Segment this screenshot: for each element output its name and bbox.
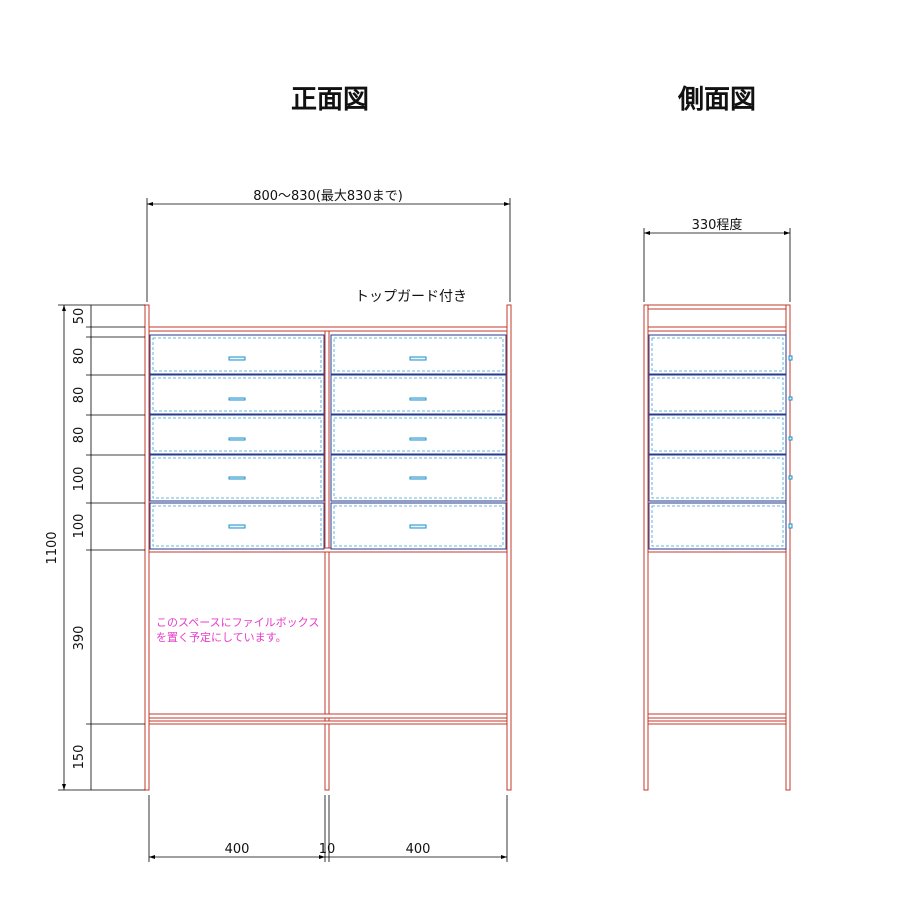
side-drawer[interactable] <box>648 374 793 415</box>
side-view-title: 側面図 <box>677 85 756 115</box>
side-front-post <box>643 304 649 791</box>
side-top-guard <box>647 304 787 310</box>
bottom-width-dimensions: 400 10 400 <box>148 795 508 862</box>
front-frame <box>144 304 512 791</box>
drawer-handle-icon <box>409 356 427 361</box>
side-shelf-rail-b <box>647 720 787 725</box>
row-height-label: 80 <box>72 348 87 365</box>
drawer-handle-icon <box>228 356 246 361</box>
drawer-handle-icon <box>228 397 246 401</box>
front-shelf-rail-a <box>148 713 508 719</box>
row-height-label: 80 <box>72 427 87 444</box>
drawer[interactable] <box>330 374 507 415</box>
file-box-note-line2: を置く予定にしています。 <box>156 630 287 644</box>
drawer-handle-icon <box>409 524 427 529</box>
drawer-handle-icon <box>228 437 246 441</box>
drawer[interactable] <box>149 502 325 550</box>
overall-width-label: 800～830(最大830まで) <box>253 189 403 204</box>
side-depth-label: 330程度 <box>692 217 743 233</box>
row-height-label: 80 <box>72 387 87 404</box>
drawer-handle-icon <box>409 476 427 480</box>
side-depth-dimension: 330程度 <box>643 217 791 302</box>
front-drawers-right <box>330 334 507 550</box>
right-bay-width-label: 400 <box>406 842 431 857</box>
side-back-post <box>785 304 791 791</box>
row-height-label: 50 <box>72 308 87 325</box>
front-mid-rail <box>148 547 508 553</box>
drawer-handle-icon <box>788 475 793 480</box>
top-guard-label: トップガード付き <box>355 289 467 305</box>
center-gap-width-label: 10 <box>319 842 336 857</box>
row-height-label: 100 <box>72 514 87 539</box>
drawer[interactable] <box>330 502 507 550</box>
drawer-handle-icon <box>788 436 793 441</box>
drawer-handle-icon <box>788 355 793 361</box>
side-drawer[interactable] <box>648 454 793 502</box>
front-left-post <box>144 304 150 791</box>
side-top-rail <box>647 326 787 332</box>
left-bay-width-label: 400 <box>225 842 250 857</box>
total-height-label: 1100 <box>45 531 60 564</box>
front-top-rail <box>148 326 508 332</box>
drawer-handle-icon <box>409 437 427 441</box>
file-box-note-line1: このスペースにファイルボックス <box>156 616 319 629</box>
drawer-handle-icon <box>228 524 246 529</box>
overall-width-dimension: 800～830(最大830まで) <box>146 189 511 302</box>
drawer-handle-icon <box>788 523 793 529</box>
row-height-label: 390 <box>72 626 87 651</box>
drawer-handle-icon <box>409 397 427 401</box>
front-view-title: 正面図 <box>291 85 369 115</box>
front-shelf-rail-b <box>148 720 508 725</box>
side-drawer[interactable] <box>648 334 793 375</box>
drawer-handle-icon <box>228 476 246 480</box>
drawer[interactable] <box>330 454 507 502</box>
row-height-label: 100 <box>72 467 87 492</box>
drawer[interactable] <box>149 454 325 502</box>
drawer[interactable] <box>149 374 325 415</box>
drawer-handle-icon <box>788 396 793 401</box>
drawer[interactable] <box>330 334 507 375</box>
row-height-label: 150 <box>72 745 87 770</box>
front-drawers-left <box>149 334 325 550</box>
drawer[interactable] <box>149 334 325 375</box>
front-right-post <box>506 304 512 791</box>
side-frame <box>643 304 791 791</box>
drawer[interactable] <box>330 414 507 455</box>
drawer[interactable] <box>149 414 325 455</box>
side-shelf-rail-a <box>647 713 787 719</box>
side-drawer[interactable] <box>648 414 793 455</box>
side-drawers <box>648 334 793 550</box>
side-drawer[interactable] <box>648 502 793 550</box>
height-dimension-chain: 1100 50 80 80 80 100 100 390 150 <box>45 304 145 791</box>
